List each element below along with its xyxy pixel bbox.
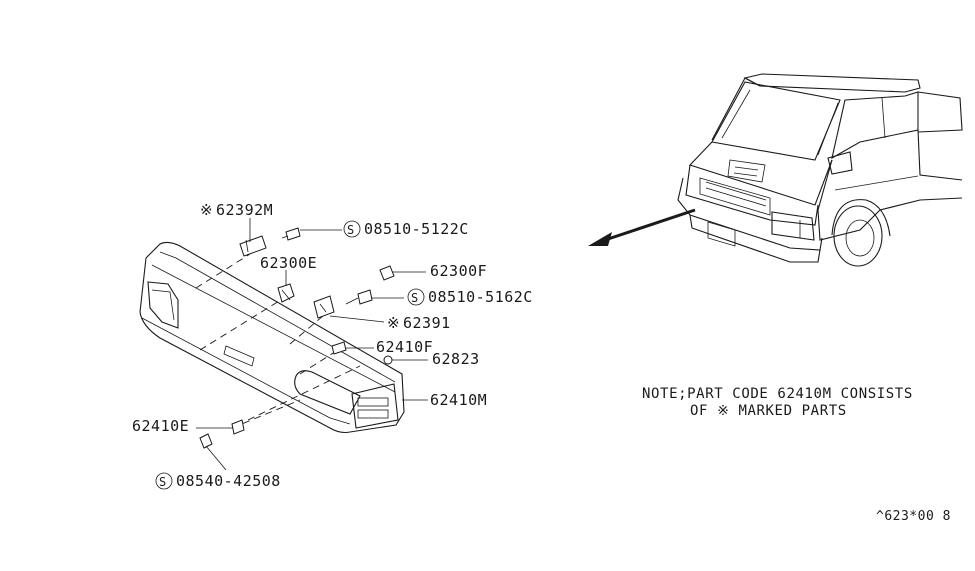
standard-part-symbol: S bbox=[347, 223, 355, 237]
vehicle-front-view-icon bbox=[677, 73, 963, 267]
screw-08510-5122C-icon bbox=[281, 227, 301, 241]
label-08540-42508: 08540-42508 bbox=[176, 472, 281, 490]
note-line-2: OF ※ MARKED PARTS bbox=[690, 403, 847, 419]
front-bumper-assembly-icon bbox=[139, 241, 405, 434]
marked-part-symbol: ※ bbox=[387, 314, 400, 332]
bolt-08510-5162C-icon bbox=[345, 289, 373, 305]
label-08510-5162C: 08510-5162C bbox=[428, 288, 533, 306]
label-62410F: 62410F bbox=[376, 338, 433, 356]
bracket-62391-icon bbox=[313, 295, 335, 319]
clip-62300E-icon bbox=[277, 283, 295, 303]
part-labels: ※ 62392M S 08510-5122C 62300E 62300F S 0… bbox=[132, 201, 533, 490]
label-62300E: 62300E bbox=[260, 254, 317, 272]
marked-part-symbol: ※ bbox=[200, 201, 213, 219]
label-62410E: 62410E bbox=[132, 417, 189, 435]
standard-part-symbol: S bbox=[159, 475, 167, 489]
standard-part-symbol: S bbox=[411, 291, 419, 305]
label-62410M: 62410M bbox=[430, 391, 487, 409]
bracket-62392M-icon bbox=[239, 235, 267, 257]
label-62823: 62823 bbox=[432, 350, 480, 368]
label-08510-5122C: 08510-5122C bbox=[364, 220, 469, 238]
leader-lines bbox=[196, 218, 428, 429]
leader-arrow-icon bbox=[588, 208, 696, 246]
label-62300F: 62300F bbox=[430, 262, 487, 280]
label-62391: 62391 bbox=[403, 314, 451, 332]
assembly-dashed-lines bbox=[195, 253, 361, 429]
screw-08540-42508-icon bbox=[199, 433, 227, 471]
label-62392M: 62392M bbox=[216, 201, 273, 219]
clip-62410E-icon bbox=[231, 419, 245, 435]
note-block: NOTE;PART CODE 62410M CONSISTS OF ※ MARK… bbox=[642, 386, 913, 419]
clip-62410F-icon bbox=[331, 341, 347, 355]
note-line-1: NOTE;PART CODE 62410M CONSISTS bbox=[642, 386, 913, 402]
diagram-code: ^623*00 8 bbox=[876, 509, 951, 524]
grommet-62823-icon bbox=[383, 355, 393, 365]
clip-62300F-icon bbox=[379, 265, 395, 281]
